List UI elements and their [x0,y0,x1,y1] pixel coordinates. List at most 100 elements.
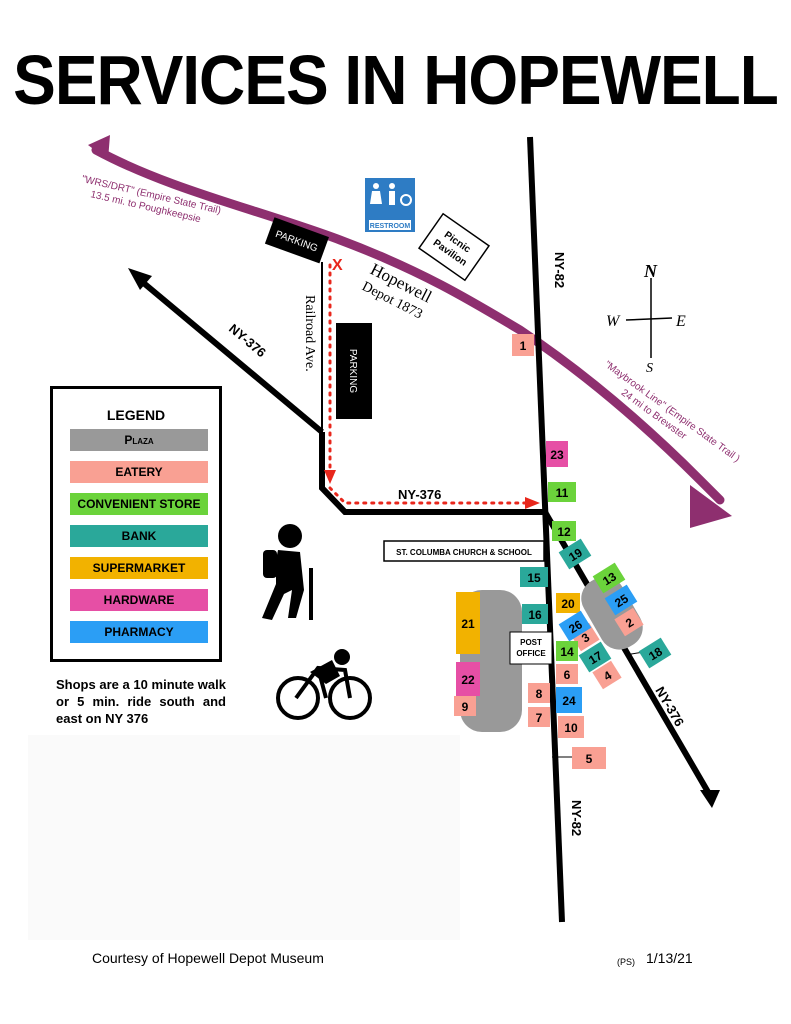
shop-number: 11 [556,486,569,500]
shop-13: 13 [592,562,626,594]
shop-10: 10 [558,716,584,738]
shop-box [456,592,480,654]
legend-item-eatery: EATERY [70,461,208,483]
empire-state-trail [88,135,732,528]
road-ny376-northwest [128,268,324,435]
shop-box [638,637,672,669]
shop-25: 25 [604,584,638,616]
shop-20: 20 [556,593,580,613]
shop-18: 18 [638,637,672,669]
shop-number: 9 [462,700,469,714]
restroom-sign: RESTROOM [365,178,415,232]
parking-side-label: PARKING [347,349,358,393]
shop-box [556,664,578,684]
shop-19: 19 [558,538,592,570]
legend-item-supermarket: SUPERMARKET [70,557,208,579]
legend-item-plaza: Plaza [70,429,208,451]
maybrook-trail-label: "Maybrook Line" (Empire State Trail ) 24… [602,359,741,465]
compass-s: S [646,361,653,376]
legend-item-pharmacy: PHARMACY [70,621,208,643]
shop-box [456,662,480,696]
shop-number: 15 [527,571,541,585]
legend-title: LEGEND [106,407,166,423]
shop-box [558,610,592,642]
shop-number: 7 [536,711,543,725]
shop-number: 10 [564,721,578,735]
shop-box [520,567,548,587]
shop-box [512,334,534,356]
shop-17: 17 [578,641,612,673]
parking-lot-top: PARKING [264,217,329,264]
shop-21: 21 [456,592,480,654]
restroom-label: RESTROOM [370,223,411,230]
legend-item-convenient-store: CONVENIENT STORE [70,493,208,515]
hiker-icon [262,524,313,620]
legend-item-bank: BANK [70,525,208,547]
shop-23: 23 [546,441,568,467]
shop-number: 14 [560,645,574,659]
shop-box [592,660,622,690]
shop-number: 22 [461,673,475,687]
church-sign: ST. COLUMBA CHURCH & SCHOOL [383,540,545,562]
shop-box [614,607,644,637]
shop-box [546,441,568,467]
shop-box [548,482,576,502]
shop-4: 4 [592,660,622,690]
shop-16: 16 [522,604,548,624]
shop-number: 21 [461,617,475,631]
wrs-trail-label: "WRS/DRT" (Empire State Trail) 13.5 mi. … [81,174,222,226]
railroad-ave-label: Railroad Ave. [302,295,317,372]
shop-7: 7 [528,707,550,727]
shop-box [556,593,580,613]
shop-number: 8 [536,687,543,701]
shop-number: 1 [520,339,527,353]
road-ny376-main [319,432,545,515]
shop-number: 20 [561,597,575,611]
ny376-mid-label: NY-376 [398,487,441,502]
trail-arrow-west-icon [88,135,110,160]
legend-item-hardware: HARDWARE [70,589,208,611]
shop-6: 6 [556,664,578,684]
footer-ps: (PS) [617,957,635,967]
shop-box [558,538,592,570]
compass-w: W [606,313,621,330]
post-office-label-1: POST [520,638,542,647]
shop-box [578,641,612,673]
ny82-top-label: NY-82 [552,252,567,288]
compass-n: N [643,261,658,281]
shop-box [558,716,584,738]
shop-15: 15 [520,567,548,587]
map-title: SERVICES IN HOPEWELL [13,41,779,119]
parking-lot-side: PARKING [336,323,372,419]
trail-arrow-east-icon [690,485,732,528]
footer-courtesy: Courtesy of Hopewell Depot Museum [92,950,324,966]
shop-box [556,687,582,713]
shop-number: 6 [564,668,571,682]
shop-box [592,562,626,594]
shop-box [604,584,638,616]
shop-9: 9 [454,696,476,716]
shop-11: 11 [548,482,576,502]
shop-number: 16 [528,608,542,622]
shop-box [556,641,578,661]
start-marker: X [332,257,343,274]
church-label: ST. COLUMBA CHURCH & SCHOOL [396,548,532,557]
road-ny82 [527,136,565,923]
compass-e: E [675,313,686,330]
shop-24: 24 [556,687,582,713]
shop-number: 24 [562,694,576,708]
compass-rose-icon: N S E W [606,261,686,376]
shop-box [552,521,576,541]
shop-number: 5 [586,752,593,766]
walking-route [324,263,540,509]
shop-box [528,707,550,727]
footer-date: 1/13/21 [646,950,693,966]
shop-26: 26 [558,610,592,642]
shop-number: 23 [550,448,564,462]
shops-note: Shops are a 10 minute walk or 5 min. rid… [56,677,226,726]
shop-5: 5 [572,747,606,769]
shop-22: 22 [456,662,480,696]
shop-number: 12 [557,525,571,539]
shop-box [528,683,550,703]
